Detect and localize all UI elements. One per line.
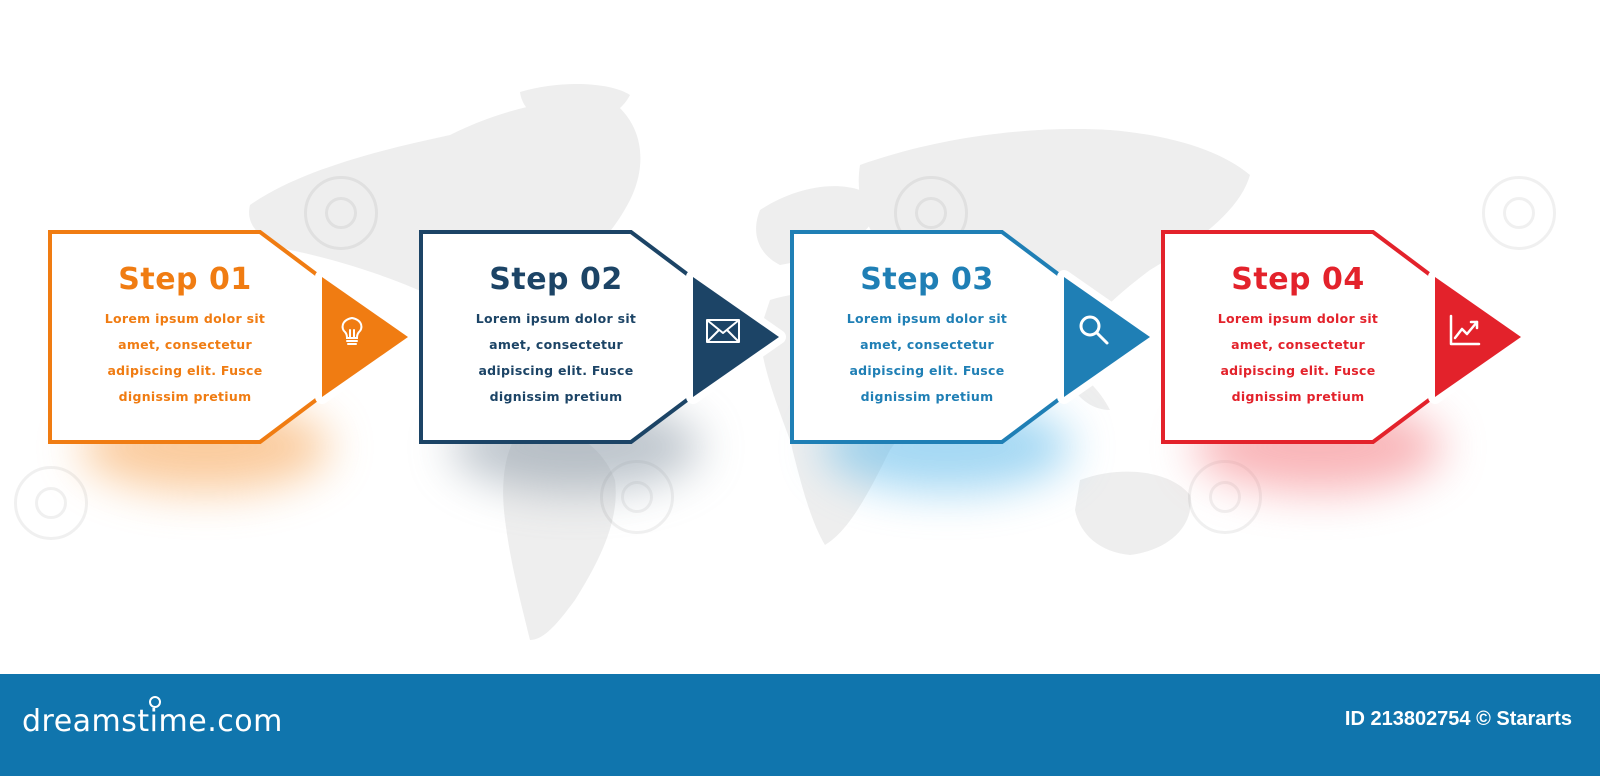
step-3-description: Lorem ipsum dolor sit amet, consectetur … xyxy=(812,306,1042,410)
step-1-description: Lorem ipsum dolor sit amet, consectetur … xyxy=(70,306,300,410)
step-4-title: Step 04 xyxy=(1231,262,1365,297)
step-1-frame xyxy=(48,230,415,444)
step-2-line-1: Lorem ipsum dolor sit xyxy=(475,311,637,326)
step-4-frame xyxy=(1161,230,1528,444)
step-1-line-3: adipiscing elit. Fusce xyxy=(107,363,263,378)
step-1-title: Step 01 xyxy=(118,262,252,297)
step-4-line-2: amet, consectetur xyxy=(1231,337,1365,352)
watermark-swirl xyxy=(1482,176,1556,250)
footer-bar: dreamstime.com ID 213802754 © Stararts xyxy=(0,674,1600,776)
step-1-line-4: dignissim pretium xyxy=(118,389,252,404)
step-3-title: Step 03 xyxy=(860,262,994,297)
brand-logo: dreamstime.com xyxy=(22,704,283,739)
step-2-line-2: amet, consectetur xyxy=(489,337,623,352)
step-4-line-4: dignissim pretium xyxy=(1231,389,1365,404)
step-4-description: Lorem ipsum dolor sit amet, consectetur … xyxy=(1183,306,1413,410)
step-card-4: Step 04 Lorem ipsum dolor sit amet, cons… xyxy=(1161,230,1533,492)
step-1-line-1: Lorem ipsum dolor sit xyxy=(104,311,266,326)
step-card-3: Step 03 Lorem ipsum dolor sit amet, cons… xyxy=(790,230,1162,492)
step-2-description: Lorem ipsum dolor sit amet, consectetur … xyxy=(441,306,671,410)
step-3-line-4: dignissim pretium xyxy=(860,389,994,404)
step-card-2: Step 02 Lorem ipsum dolor sit amet, cons… xyxy=(419,230,791,492)
watermark-swirl xyxy=(304,176,378,250)
step-2-frame xyxy=(419,230,786,444)
step-1-line-2: amet, consectetur xyxy=(118,337,252,352)
step-4-line-3: adipiscing elit. Fusce xyxy=(1220,363,1376,378)
lightbulb-icon xyxy=(341,316,363,345)
step-2-title: Step 02 xyxy=(489,262,623,297)
step-3-frame xyxy=(790,230,1157,444)
step-2-line-3: adipiscing elit. Fusce xyxy=(478,363,634,378)
magnifier-icon xyxy=(1079,315,1109,345)
envelope-icon xyxy=(706,319,740,343)
step-3-line-3: adipiscing elit. Fusce xyxy=(849,363,1005,378)
brand-swirl-icon xyxy=(149,696,161,708)
step-4-line-1: Lorem ipsum dolor sit xyxy=(1217,311,1379,326)
growth-chart-icon xyxy=(1449,314,1481,346)
step-2-line-4: dignissim pretium xyxy=(489,389,623,404)
image-credit: ID 213802754 © Stararts xyxy=(1344,708,1572,730)
step-card-1: Step 01 Lorem ipsum dolor sit amet, cons… xyxy=(48,230,420,492)
step-3-line-2: amet, consectetur xyxy=(860,337,994,352)
step-3-line-1: Lorem ipsum dolor sit xyxy=(846,311,1008,326)
watermark-swirl xyxy=(14,466,88,540)
